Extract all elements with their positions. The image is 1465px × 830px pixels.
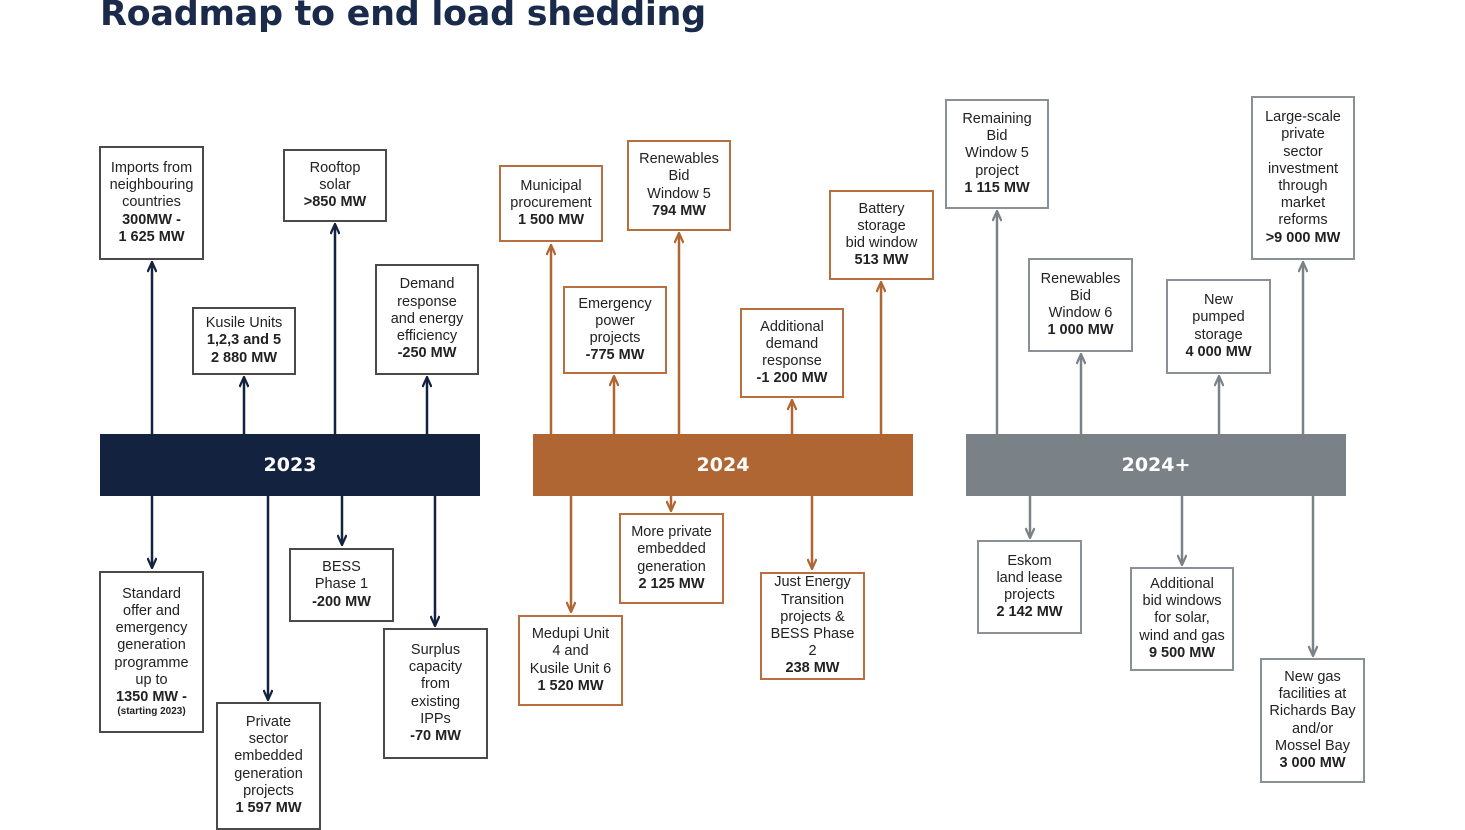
box-battery: Battery storage bid window 513 MW xyxy=(829,190,934,280)
box-private-embedded: Private sector embedded generation proje… xyxy=(216,702,321,830)
box-large-scale: Large-scale private sector investment th… xyxy=(1251,96,1355,260)
phase-label-2023: 2023 xyxy=(263,454,317,476)
phase-label-2024-plus: 2024+ xyxy=(1121,454,1191,476)
box-demand-response: Demand response and energy efficiency -2… xyxy=(375,264,479,375)
box-pumped: New pumped storage 4 000 MW xyxy=(1166,279,1271,374)
box-more-private: More private embedded generation 2 125 M… xyxy=(619,513,724,604)
box-additional-demand: Additional demand response -1 200 MW xyxy=(740,308,844,398)
box-bess1: BESS Phase 1 -200 MW xyxy=(289,548,394,622)
box-kusile: Kusile Units 1,2,3 and 5 2 880 MW xyxy=(192,307,296,375)
box-municipal: Municipal procurement 1 500 MW xyxy=(499,165,603,242)
box-rbw5: Renewables Bid Window 5 794 MW xyxy=(627,140,731,231)
box-remaining-bw5: Remaining Bid Window 5 project 1 115 MW xyxy=(945,99,1049,209)
box-jet: Just Energy Transition projects & BESS P… xyxy=(760,572,865,680)
box-new-gas: New gas facilities at Richards Bay and/o… xyxy=(1260,658,1365,783)
box-imports: Imports from neighbouring countries 300M… xyxy=(99,146,204,260)
box-additional-bid: Additional bid windows for solar, wind a… xyxy=(1130,567,1234,671)
page-title: Roadmap to end load shedding xyxy=(100,0,706,34)
box-emergency-power: Emergency power projects -775 MW xyxy=(563,286,667,374)
box-rbw6: Renewables Bid Window 6 1 000 MW xyxy=(1028,258,1133,352)
phase-bar-2023: 2023 xyxy=(100,434,480,496)
box-surplus: Surplus capacity from existing IPPs -70 … xyxy=(383,628,488,759)
phase-bar-2024: 2024 xyxy=(533,434,913,496)
phase-bar-2024-plus: 2024+ xyxy=(966,434,1346,496)
box-medupi: Medupi Unit 4 and Kusile Unit 6 1 520 MW xyxy=(518,615,623,706)
box-eskom-land: Eskom land lease projects 2 142 MW xyxy=(977,540,1082,634)
box-rooftop: Rooftop solar >850 MW xyxy=(283,149,387,222)
box-standard-offer: Standard offer and emergency generation … xyxy=(99,571,204,733)
phase-label-2024: 2024 xyxy=(696,454,750,476)
